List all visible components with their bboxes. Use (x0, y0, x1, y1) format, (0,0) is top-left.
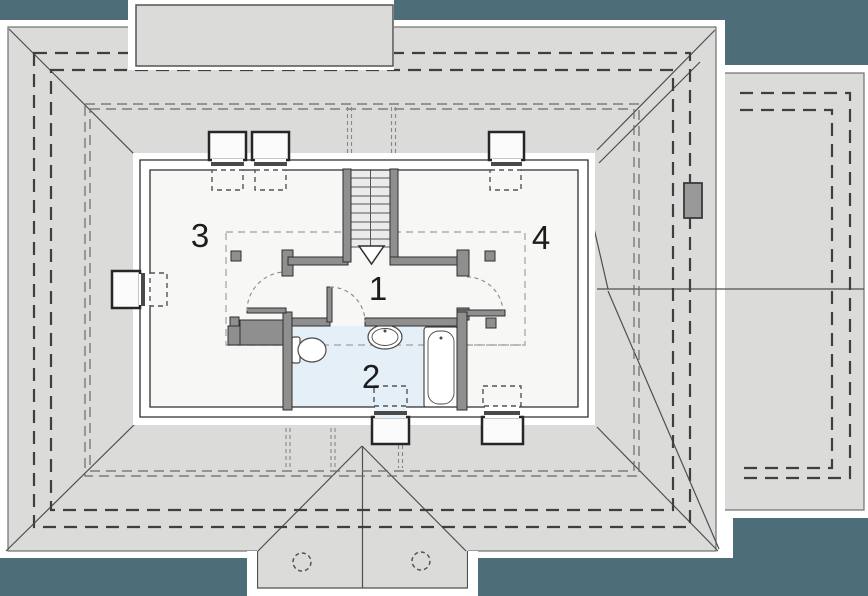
door-leaf-room3 (246, 307, 287, 314)
door-arc-bathroom (329, 286, 366, 323)
door-leaf-bathroom (326, 286, 333, 323)
room-label-bathroom: 2 (362, 358, 380, 395)
window-bottom-2 (480, 415, 525, 446)
exterior-walls (139, 159, 589, 418)
toilet (291, 336, 327, 364)
posts (230, 250, 497, 329)
room-label-room3: 3 (191, 217, 209, 254)
stairs (351, 169, 390, 266)
chimney-block (239, 319, 284, 346)
window-top-1 (207, 130, 248, 162)
room-labels: 1 2 3 4 (191, 217, 550, 395)
bathtub (423, 326, 459, 409)
interior-walls (227, 168, 506, 411)
window-top-3 (487, 130, 526, 162)
stairs-down-arrow (357, 245, 386, 266)
door-arc-room3 (246, 271, 289, 312)
chimney (683, 182, 703, 219)
window-left (110, 269, 142, 310)
room-label-room4: 4 (532, 219, 550, 256)
hidden-edge-dashes (285, 107, 404, 468)
room-label-hall: 1 (369, 270, 387, 307)
windows (110, 130, 526, 446)
window-top-2 (250, 130, 291, 162)
roof-lines (5, 28, 864, 588)
window-bottom-1 (370, 415, 411, 446)
top-dormer (128, 0, 394, 70)
sink (367, 324, 403, 350)
garage-dashed-lines (740, 91, 852, 480)
door-arcs (246, 271, 504, 323)
porch-vent-circles (292, 551, 431, 572)
